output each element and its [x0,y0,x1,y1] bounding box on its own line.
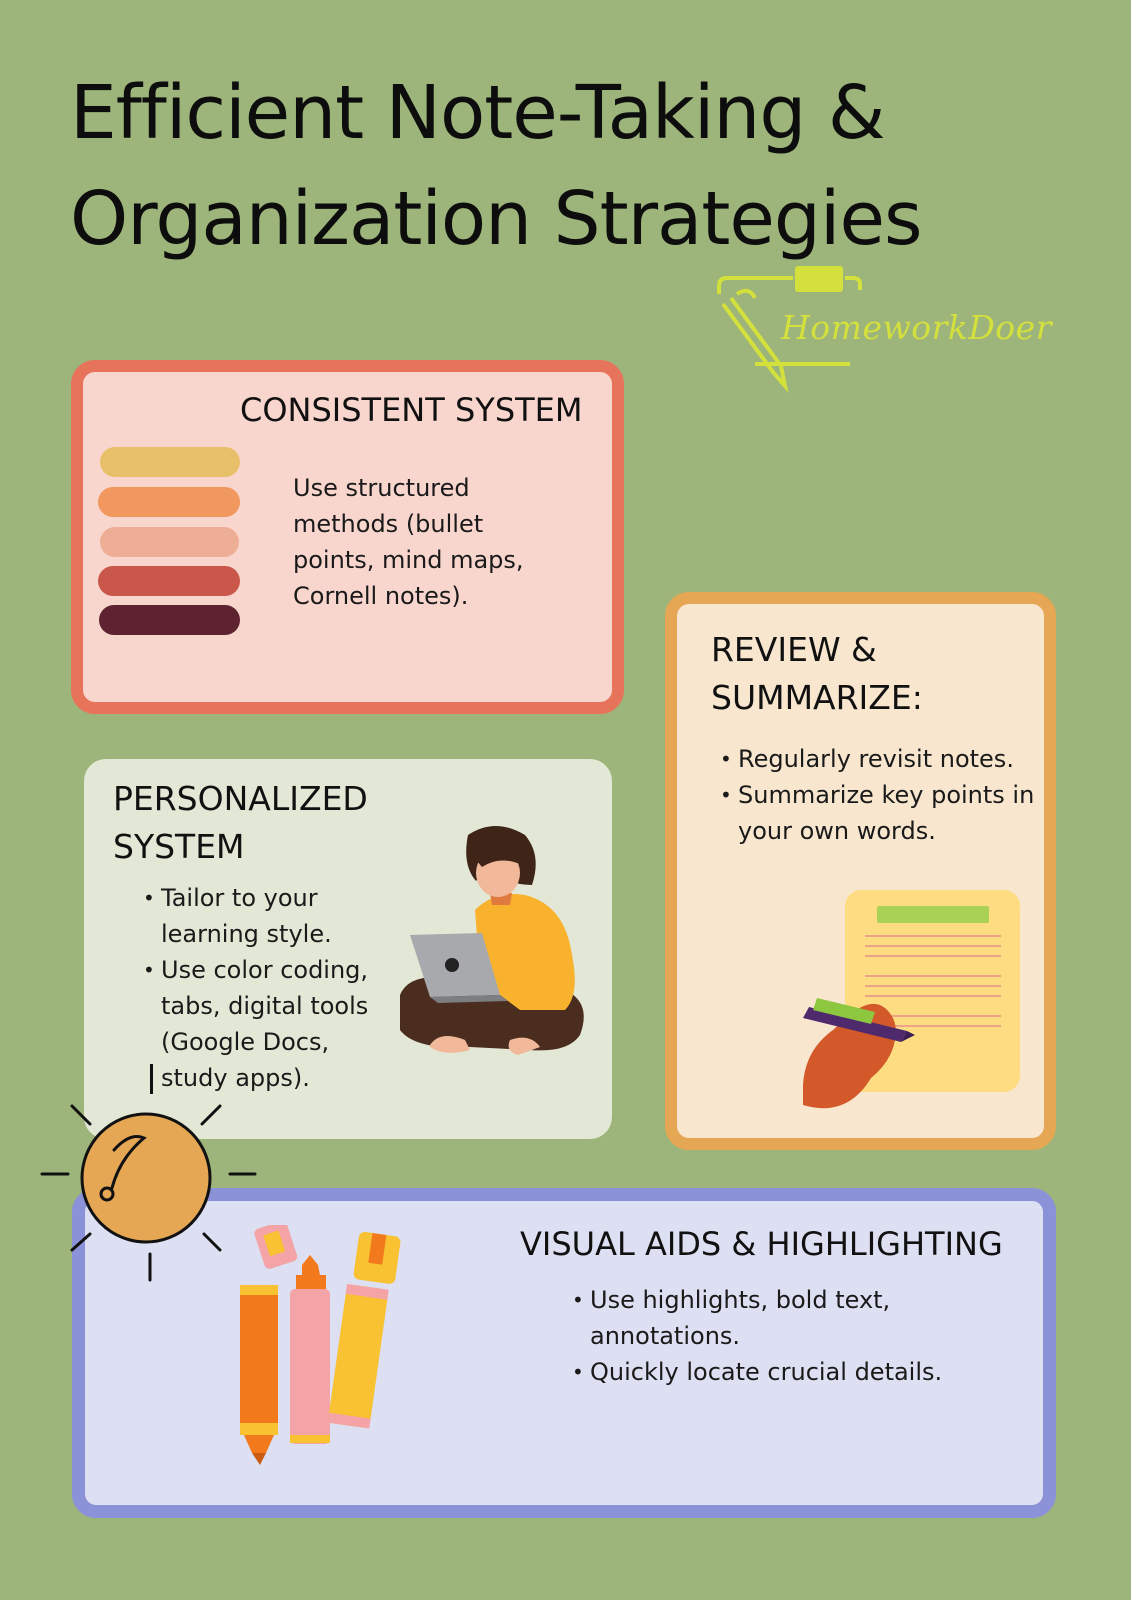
page-title: Efficient Note-Taking & Organization Str… [70,60,1070,272]
stripe-2 [98,487,240,517]
logo-text: HomeworkDoer [781,308,1052,347]
consistent-system-text: Use structured methods (bullet points, m… [293,474,524,610]
stripe-3 [100,527,239,557]
visual-aids-bullets: Use highlights, bold text, annotations. … [572,1282,1002,1390]
visual-aids-heading: VISUAL AIDS & HIGHLIGHTING [520,1225,1003,1263]
list-item: Use color coding, tabs, digital tools (G… [143,952,393,1096]
sun-icon [40,1100,262,1282]
girl-with-laptop-illustration [400,825,600,1075]
consistent-system-heading: CONSISTENT SYSTEM [240,391,583,429]
text-cursor [150,1064,153,1094]
consistent-system-card [71,360,624,714]
list-item: Regularly revisit notes. [720,741,1040,777]
stripe-1 [100,447,240,477]
title-line-2: Organization Strategies [70,176,923,262]
review-bullets: Regularly revisit notes. Summarize key p… [720,741,1040,849]
list-item: Summarize key points in your own words. [720,777,1040,849]
hand-writing-notepad-illustration [795,890,1020,1120]
highlighter-markers-icon [230,1221,415,1470]
personalized-bullets: Tailor to your learning style. Use color… [143,880,393,1096]
list-item: Use highlights, bold text, annotations. [572,1282,1002,1354]
review-summarize-heading: REVIEW & SUMMARIZE: [711,630,923,717]
color-swatch-stripes-icon [98,447,243,637]
homeworkdoer-logo: HomeworkDoer [715,264,1055,394]
list-item: Tailor to your learning style. [143,880,393,952]
personalized-system-heading: PERSONALIZED SYSTEM [113,779,368,866]
pencil-clipboard-logo-icon [717,266,862,394]
title-line-1: Efficient Note-Taking & [70,70,886,156]
stripe-5 [99,605,240,635]
list-item: Quickly locate crucial details. [572,1354,1002,1390]
stripe-4 [98,566,240,596]
